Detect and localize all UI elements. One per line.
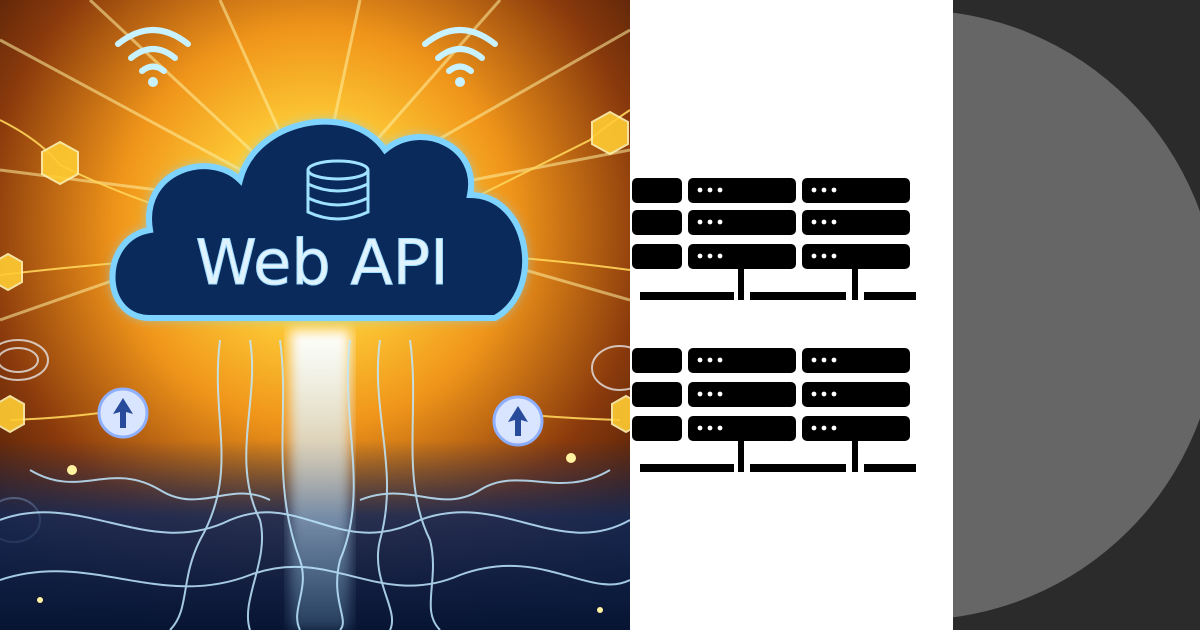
- database-icon: [306, 159, 370, 221]
- lightning-strands: [0, 339, 630, 630]
- light-beam: [290, 330, 350, 630]
- server-rack-illustration: [630, 0, 953, 630]
- cloud-label: Web API: [196, 226, 449, 299]
- web-api-artwork: Web API: [0, 0, 630, 630]
- server-racks: [632, 178, 916, 472]
- disc-icon: [953, 12, 1200, 618]
- server-rack-icon: [632, 178, 916, 300]
- cube-icon: [0, 110, 630, 434]
- wifi-icon: [115, 27, 498, 87]
- web-api-illustration: Web API: [0, 0, 630, 630]
- disc-artwork: [953, 12, 1200, 618]
- server-rack-icon: [632, 348, 916, 472]
- glow-nodes: [37, 453, 603, 613]
- server-led-dots: [697, 357, 837, 431]
- disc-illustration: [953, 0, 1200, 630]
- server-led-dots: [697, 187, 837, 259]
- cloud: [109, 118, 529, 321]
